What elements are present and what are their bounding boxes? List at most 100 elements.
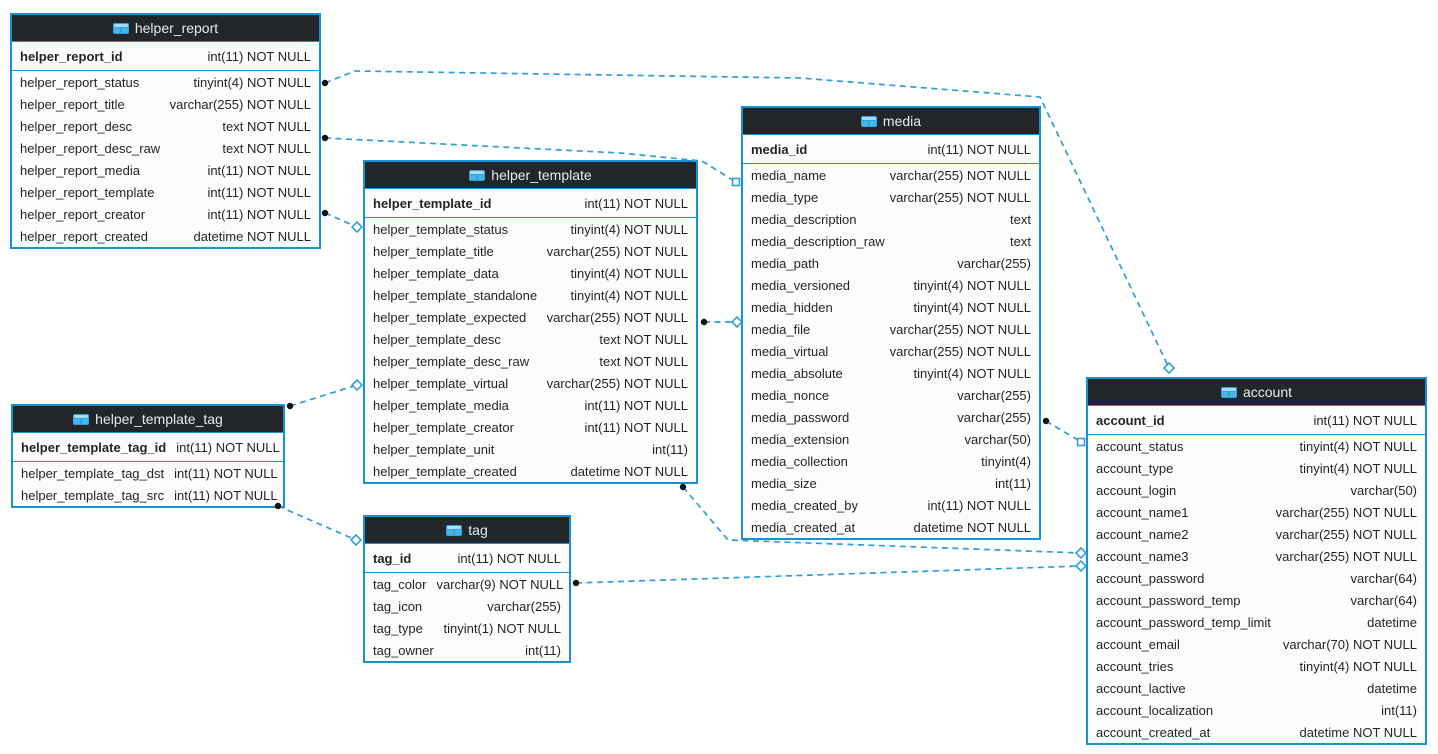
table-header-helper_template[interactable]: helper_template [365,162,696,189]
relationship-line-media-account[interactable] [1045,420,1082,443]
column-type: varchar(255) [487,598,561,614]
column-name: helper_template_tag_dst [21,465,165,481]
column-name: helper_template_creator [373,419,514,435]
column-name: media_size [751,475,817,491]
table-header-helper_template_tag[interactable]: helper_template_tag [13,406,283,433]
pk-name: helper_template_id [373,195,492,211]
column-name: helper_template_expected [373,309,527,325]
table-header-helper_report[interactable]: helper_report [12,15,319,42]
table-header-tag[interactable]: tag [365,517,569,544]
column-name: media_created_at [751,519,856,535]
relationship-line-helper_template-account[interactable] [682,486,1082,554]
relationship-line-helper_report-helper_template[interactable] [324,212,358,228]
relationship-line-helper_report-account[interactable] [324,70,1170,369]
relationship-line-helper_report-media[interactable] [324,137,737,183]
relationship-line-tag-account[interactable] [575,565,1082,584]
pk-name: tag_id [373,550,412,566]
table-header-media[interactable]: media [743,108,1039,135]
table-icon [73,413,90,425]
table-title: media [882,113,922,129]
column-type: tinyint(4) [981,453,1031,469]
relationship-line-helper_template_tag-tag[interactable] [277,505,357,541]
table-title: helper_report [134,20,219,36]
table-header-account[interactable]: account [1088,379,1425,406]
column-name: helper_template_created [373,463,517,479]
column-type: varchar(64) [1350,570,1417,586]
relationship-line-helper_template_tag-helper_template[interactable] [289,384,358,407]
column-name: account_password_temp [1096,592,1241,608]
column-name: media_created_by [751,497,858,513]
